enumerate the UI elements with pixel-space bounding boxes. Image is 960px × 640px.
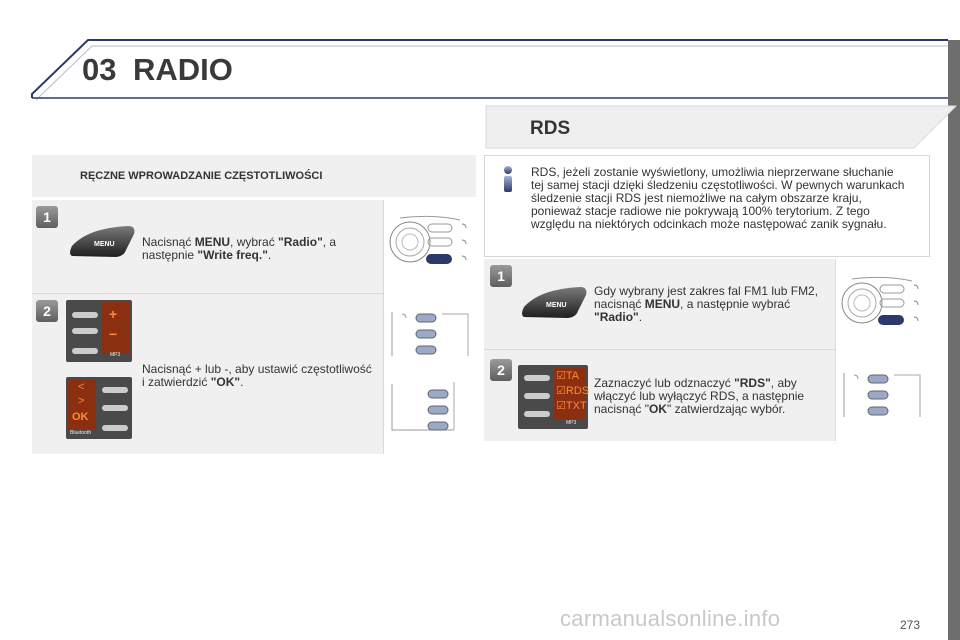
- display-footer-mp3: MP3: [110, 352, 121, 358]
- rds-title: RDS: [530, 118, 571, 139]
- chapter-title: RADIO: [133, 52, 233, 87]
- right-step-2-text: Zaznaczyć lub odznaczyć "RDS", aby włącz…: [594, 376, 805, 416]
- rds-header-frame: [485, 105, 958, 149]
- right-menu-button-icon: MENU: [522, 287, 587, 318]
- rds-info-box: RDS, jeżeli zostanie wyświetlony, umożli…: [484, 155, 930, 257]
- right-button-panel-drawing: [843, 373, 921, 417]
- page-number: 273: [899, 618, 920, 632]
- button-panel-drawing: [391, 312, 469, 431]
- right-control-panel-drawing: [841, 276, 919, 325]
- step-1-badge: 1: [36, 206, 58, 228]
- option-rds: ☑RDS: [556, 385, 590, 397]
- plus-symbol: +: [109, 306, 118, 322]
- left-section-header: RĘCZNE WPROWADZANIE CZĘSTOTLIWOŚCI: [32, 155, 476, 197]
- menu-button-icon: MENU: [70, 226, 135, 257]
- display-plus-minus: + − MP3: [66, 300, 132, 362]
- left-steps-panel: 1 MENU Nacisnąć MENU, wybrać "Radio", a …: [32, 200, 476, 454]
- right-step-1-badge: 1: [490, 265, 512, 287]
- option-txt: ☑TXT: [556, 400, 587, 412]
- right-step-1-text: Gdy wybrany jest zakres fal FM1 lub FM2,…: [594, 284, 819, 324]
- greater-symbol: >: [78, 395, 85, 407]
- chapter-header-frame: [31, 39, 948, 101]
- minus-symbol: −: [109, 326, 118, 342]
- info-icon: [504, 166, 512, 192]
- rds-display-footer-mp3: MP3: [566, 420, 577, 426]
- control-panel-drawing: [389, 215, 467, 264]
- option-ta: ☑TA: [556, 370, 580, 382]
- step-1-text: Nacisnąć MENU, wybrać "Radio", a następn…: [142, 235, 337, 262]
- display-rds-options: ☑TA ☑RDS ☑TXT MP3: [518, 365, 590, 429]
- chapter-sidebar-bar: [948, 40, 960, 640]
- rds-info-text: RDS, jeżeli zostanie wyświetlony, umożli…: [531, 165, 905, 231]
- less-symbol: <: [78, 381, 85, 393]
- step-2-badge: 2: [36, 300, 58, 322]
- right-menu-button-label: MENU: [546, 302, 567, 309]
- right-step-2-badge: 2: [490, 359, 512, 381]
- ok-symbol: OK: [72, 411, 89, 423]
- left-section-title: RĘCZNE WPROWADZANIE CZĘSTOTLIWOŚCI: [80, 170, 323, 182]
- right-steps-panel: 1 MENU Gdy wybrany jest zakres fal FM1 l…: [484, 259, 928, 441]
- chapter-number: 03: [82, 52, 117, 87]
- menu-button-label: MENU: [94, 241, 115, 248]
- display-footer-bluetooth: Bluetooth: [70, 430, 92, 436]
- display-ok: < > OK Bluetooth: [66, 377, 132, 439]
- step-2-text: Nacisnąć + lub -, aby ustawić częstotliw…: [142, 362, 372, 389]
- watermark: carmanualsonline.info: [560, 606, 781, 631]
